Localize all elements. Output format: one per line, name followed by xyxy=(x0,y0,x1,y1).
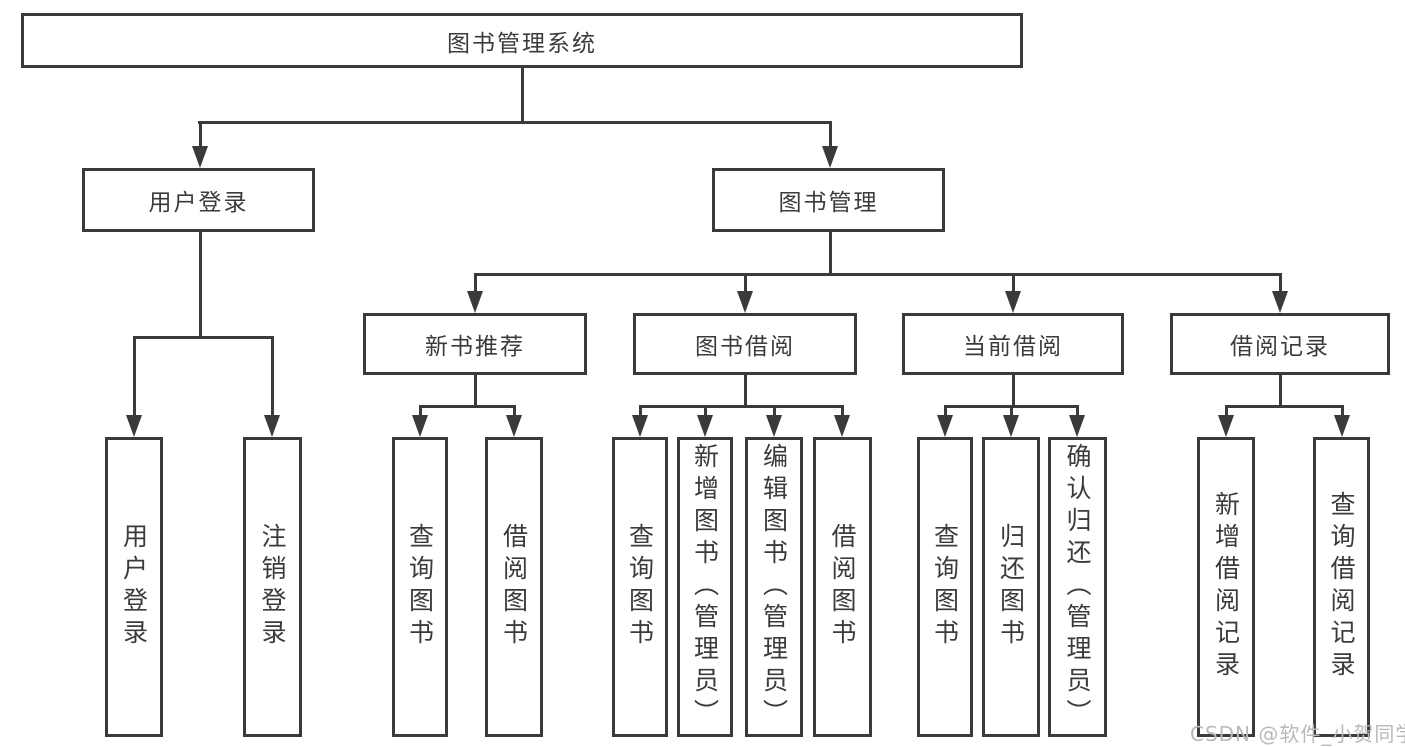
connector-to-nb-query xyxy=(419,405,422,417)
arrowhead-to-leaf-logout xyxy=(264,415,280,437)
connector-bookborrow-branch xyxy=(640,405,843,408)
arrowhead-to-br-add xyxy=(1218,415,1234,437)
node-borrow-records-label: 借阅记录 xyxy=(1230,334,1330,360)
connector-to-cb-query xyxy=(944,405,947,417)
node-user-login-label: 用户登录 xyxy=(148,190,249,216)
leaf-newbook-query-book-label: 查询图书 xyxy=(405,523,435,651)
leaf-edit-book-admin: 编辑图书（管理员） xyxy=(745,437,803,737)
connector-bookborrow-stem xyxy=(744,375,747,408)
connector-userlogin-stem xyxy=(199,232,202,339)
leaf-borrow-query-book-label: 查询图书 xyxy=(625,523,655,651)
leaf-add-borrow-record: 新增借阅记录 xyxy=(1197,437,1255,737)
node-root: 图书管理系统 xyxy=(21,13,1023,68)
connector-to-cb-return xyxy=(1010,405,1013,417)
connector-to-borrow-records xyxy=(1279,273,1282,293)
connector-to-leaf-logout xyxy=(271,336,274,417)
connector-to-current-borrow xyxy=(1012,273,1015,293)
connector-to-bb-edit xyxy=(773,405,776,417)
leaf-confirm-return-admin: 确认归还（管理员） xyxy=(1048,437,1107,737)
leaf-add-book-admin: 新增图书（管理员） xyxy=(677,437,733,737)
leaf-user-login: 用户登录 xyxy=(105,437,163,737)
arrowhead-to-book-borrow xyxy=(737,291,753,313)
leaf-logout: 注销登录 xyxy=(243,437,302,737)
leaf-query-borrow-record-label: 查询借阅记录 xyxy=(1327,491,1356,683)
connector-to-cb-confirm xyxy=(1076,405,1079,417)
leaf-edit-book-admin-label: 编辑图书（管理员） xyxy=(759,443,789,731)
node-root-label: 图书管理系统 xyxy=(447,30,597,57)
leaf-borrow-query-book: 查询图书 xyxy=(612,437,668,737)
arrowhead-to-br-query xyxy=(1334,415,1350,437)
connector-to-leaf-user-login xyxy=(133,336,136,417)
arrowhead-to-current-borrow xyxy=(1005,291,1021,313)
leaf-current-query-book-label: 查询图书 xyxy=(930,523,960,651)
leaf-user-login-label: 用户登录 xyxy=(119,523,149,651)
arrowhead-to-cb-query xyxy=(937,415,953,437)
connector-bookmgmt-branch xyxy=(475,273,1282,276)
leaf-borrow-borrow-book: 借阅图书 xyxy=(813,437,872,737)
leaf-newbook-borrow-book-label: 借阅图书 xyxy=(499,523,529,651)
leaf-return-book-label: 归还图书 xyxy=(996,523,1026,651)
arrowhead-to-new-book xyxy=(467,291,483,313)
connector-bookmgmt-stem xyxy=(829,232,832,276)
connector-to-br-add xyxy=(1225,405,1228,417)
arrowhead-to-cb-confirm xyxy=(1069,415,1085,437)
connector-to-bb-borrow xyxy=(841,405,844,417)
connector-to-bb-query xyxy=(639,405,642,417)
node-book-borrow: 图书借阅 xyxy=(633,313,857,375)
leaf-newbook-borrow-book: 借阅图书 xyxy=(485,437,543,737)
leaf-query-borrow-record: 查询借阅记录 xyxy=(1313,437,1370,737)
arrowhead-to-nb-borrow xyxy=(506,415,522,437)
csdn-watermark: CSDN @软件_小贺同学 xyxy=(1190,722,1405,746)
connector-root-branch xyxy=(198,121,832,124)
node-new-book-recommend-label: 新书推荐 xyxy=(425,334,525,360)
connector-currentborrow-stem xyxy=(1012,375,1015,408)
arrowhead-to-bb-query xyxy=(632,415,648,437)
node-book-management: 图书管理 xyxy=(712,168,945,232)
arrowhead-to-bb-borrow xyxy=(834,415,850,437)
node-book-borrow-label: 图书借阅 xyxy=(695,334,795,360)
arrowhead-to-cb-return xyxy=(1003,415,1019,437)
connector-to-book-management xyxy=(829,121,832,148)
arrowhead-to-user-login xyxy=(192,146,208,168)
arrowhead-to-book-management xyxy=(822,146,838,168)
connector-borrowrecords-branch xyxy=(1226,405,1343,408)
connector-to-book-borrow xyxy=(744,273,747,293)
leaf-return-book: 归还图书 xyxy=(982,437,1040,737)
node-new-book-recommend: 新书推荐 xyxy=(363,313,587,375)
connector-to-new-book xyxy=(474,273,477,293)
leaf-logout-label: 注销登录 xyxy=(258,523,287,651)
leaf-add-borrow-record-label: 新增借阅记录 xyxy=(1211,491,1241,683)
connector-to-nb-borrow xyxy=(513,405,516,417)
connector-userlogin-branch xyxy=(134,336,274,339)
leaf-current-query-book: 查询图书 xyxy=(917,437,973,737)
connector-to-user-login xyxy=(199,121,202,148)
node-current-borrow: 当前借阅 xyxy=(902,313,1124,375)
connector-to-br-query xyxy=(1341,405,1344,417)
arrowhead-to-nb-query xyxy=(412,415,428,437)
node-current-borrow-label: 当前借阅 xyxy=(963,334,1063,360)
leaf-borrow-borrow-book-label: 借阅图书 xyxy=(828,523,857,651)
arrowhead-to-bb-add xyxy=(697,415,713,437)
connector-borrowrecords-stem xyxy=(1279,375,1282,408)
arrowhead-to-borrow-records xyxy=(1272,291,1288,313)
leaf-add-book-admin-label: 新增图书（管理员） xyxy=(690,443,720,731)
connector-to-bb-add xyxy=(704,405,707,417)
connector-newbook-stem xyxy=(474,375,477,408)
node-borrow-records: 借阅记录 xyxy=(1170,313,1390,375)
node-book-management-label: 图书管理 xyxy=(778,190,879,216)
node-user-login: 用户登录 xyxy=(82,168,315,232)
arrowhead-to-leaf-user-login xyxy=(126,415,142,437)
connector-root-stem xyxy=(521,68,524,124)
leaf-confirm-return-admin-label: 确认归还（管理员） xyxy=(1063,443,1092,731)
leaf-newbook-query-book: 查询图书 xyxy=(392,437,448,737)
arrowhead-to-bb-edit xyxy=(766,415,782,437)
connector-newbook-branch xyxy=(420,405,515,408)
